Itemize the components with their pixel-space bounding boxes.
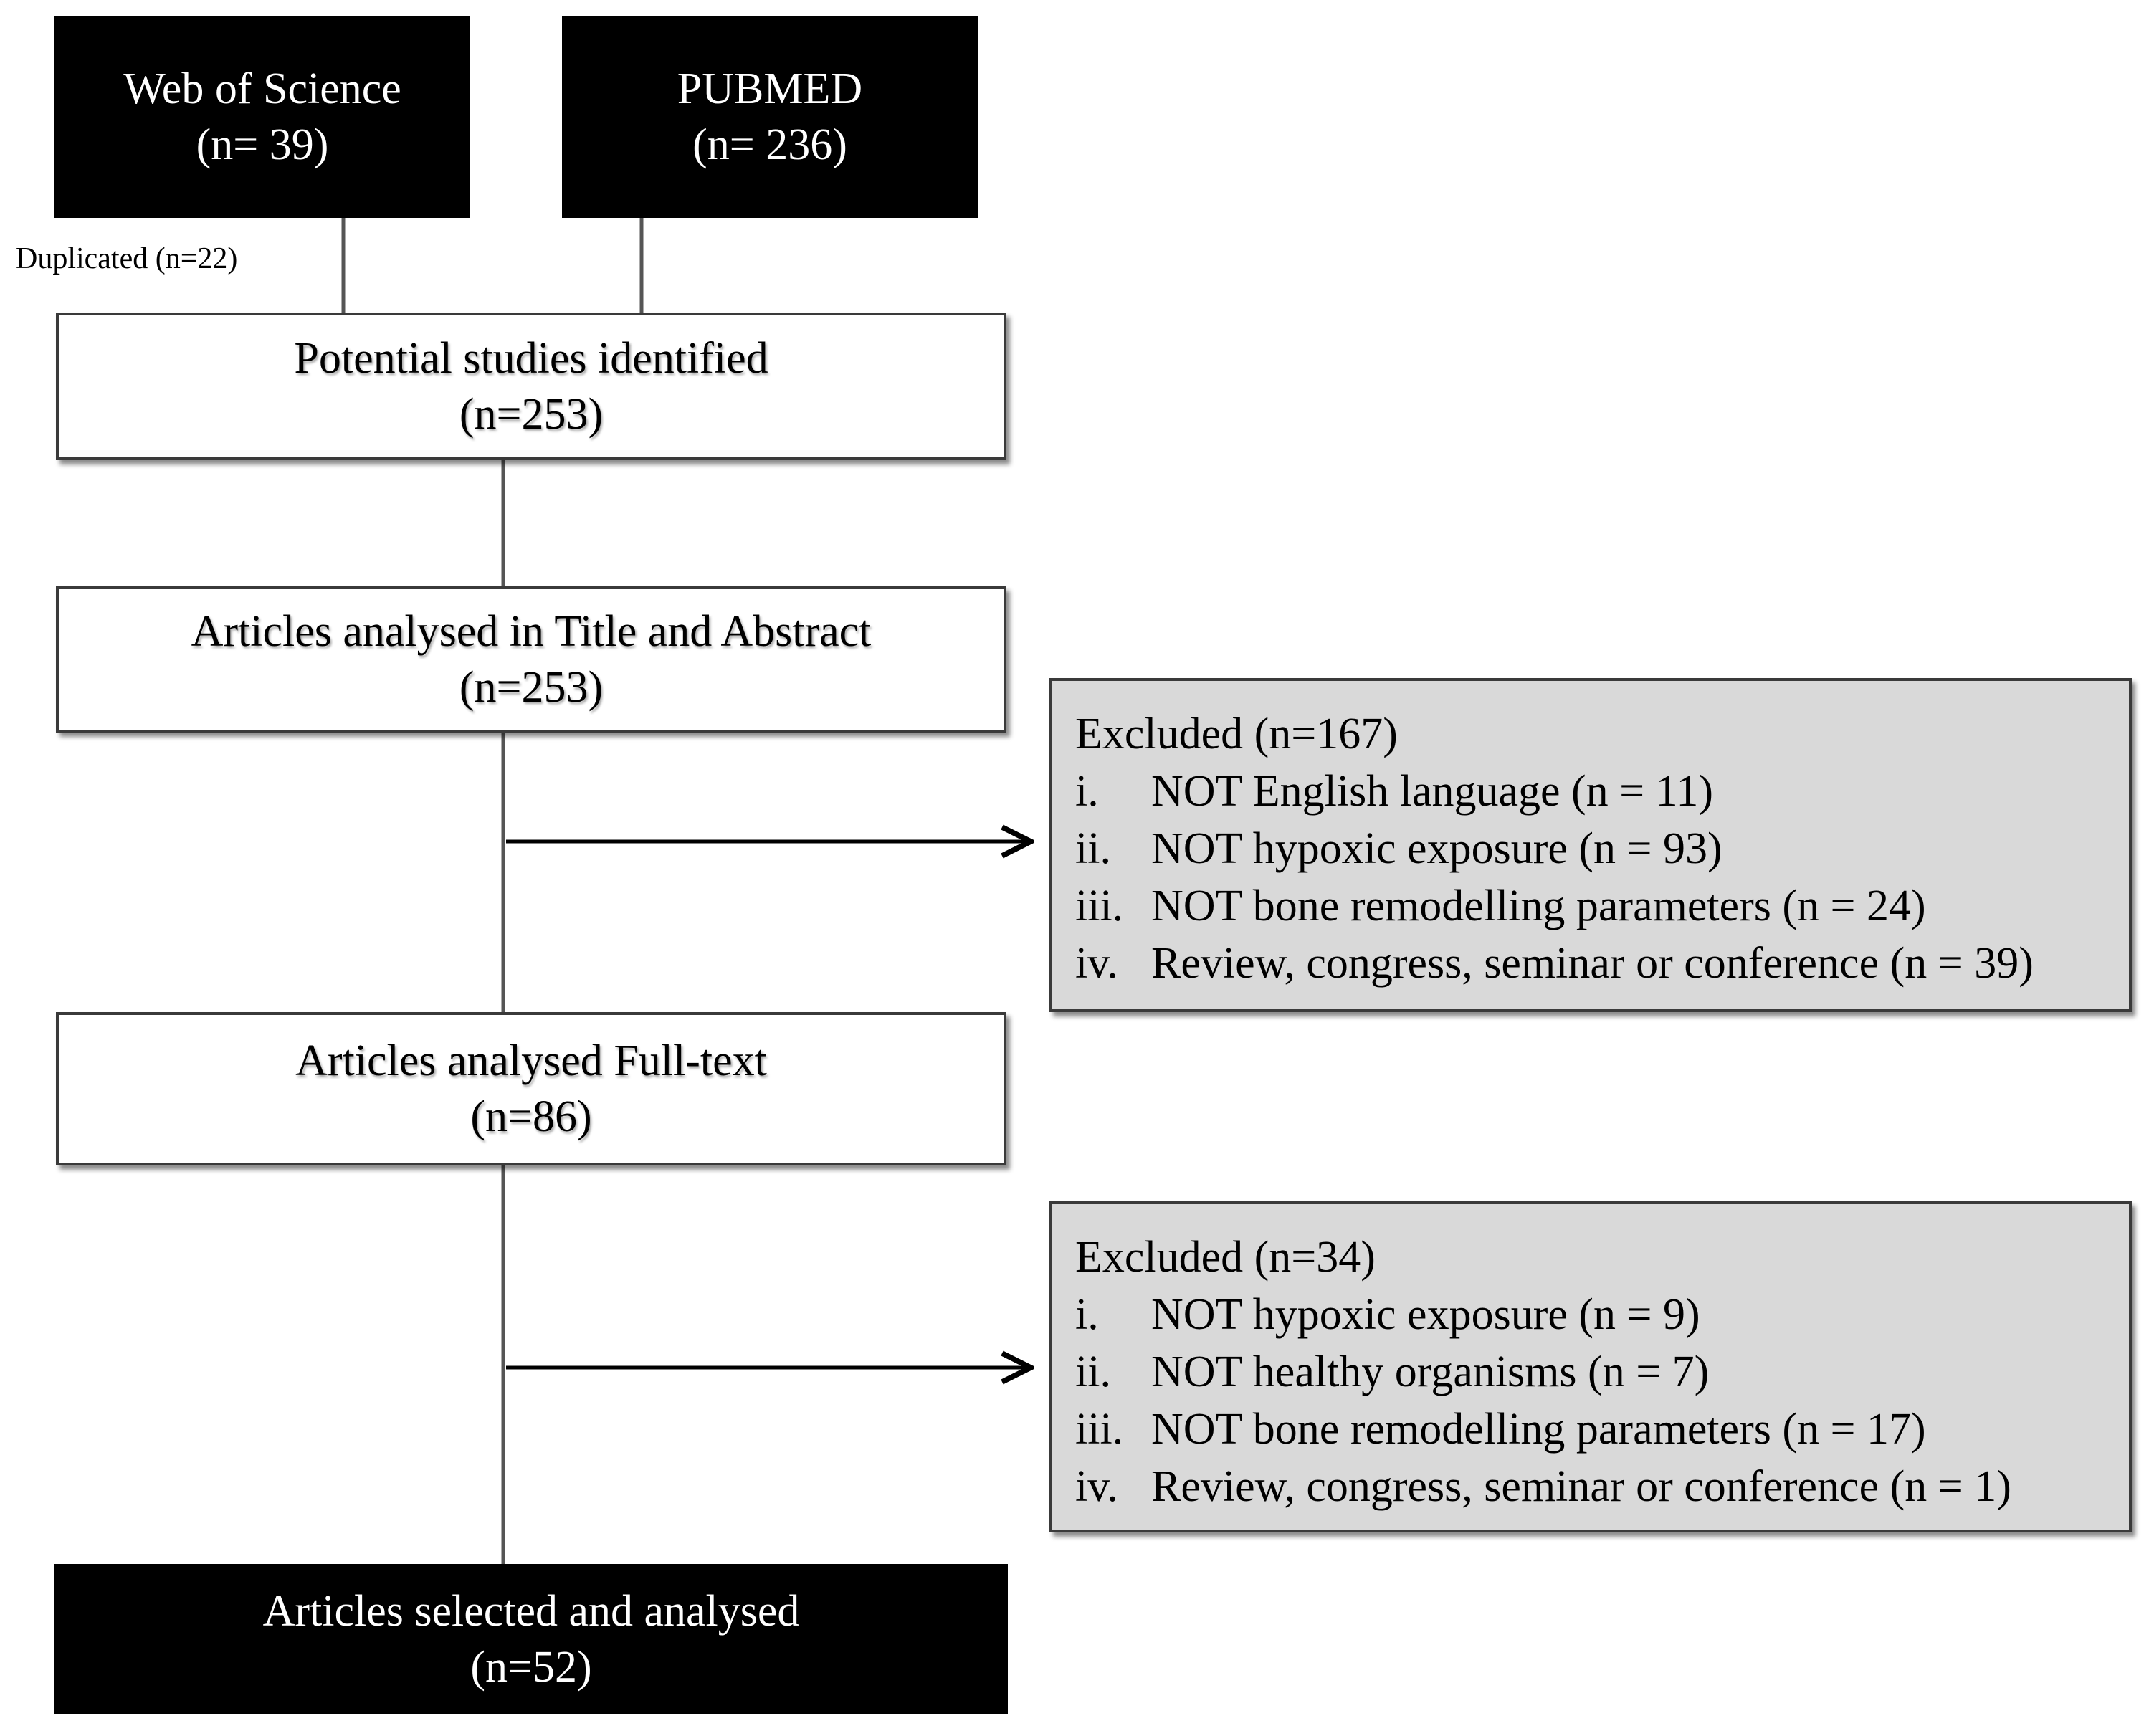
- exclusion-item-number: iii.: [1075, 1405, 1124, 1454]
- stage-label: Articles selected and analysed: [262, 1587, 800, 1636]
- exclusion-item-text: Review, congress, seminar or conference …: [1151, 1462, 2011, 1511]
- exclusion-item-text: NOT healthy organisms (n = 7): [1151, 1348, 1710, 1396]
- exclusion-item-number: iv.: [1075, 939, 1118, 988]
- exclusion-item: iii. NOT bone remodelling parameters (n …: [1075, 877, 2129, 935]
- exclusion-item-text: NOT bone remodelling parameters (n = 17): [1151, 1405, 1926, 1454]
- exclusion-item: ii. NOT hypoxic exposure (n = 93): [1075, 820, 2129, 877]
- stage-potential-studies: Potential studies identified (n=253): [56, 313, 1006, 460]
- stage-label: Articles analysed Full-text: [295, 1036, 767, 1085]
- stage-label: Potential studies identified: [294, 334, 768, 383]
- source-label: PUBMED: [677, 65, 863, 113]
- exclusion-item-number: i.: [1075, 767, 1099, 816]
- stage-count: (n=86): [470, 1092, 592, 1141]
- exclusion-item: ii. NOT healthy organisms (n = 7): [1075, 1343, 2129, 1401]
- stage-label: Articles analysed in Title and Abstract: [191, 607, 872, 656]
- exclusion-box-2: Excluded (n=34) i. NOT hypoxic exposure …: [1049, 1201, 2132, 1532]
- source-count: (n= 39): [196, 120, 329, 169]
- exclusion-title: Excluded (n=167): [1075, 710, 1398, 758]
- source-label: Web of Science: [123, 65, 401, 113]
- exclusion-box-1: Excluded (n=167) i. NOT English language…: [1049, 678, 2132, 1012]
- exclusion-item: iv. Review, congress, seminar or confere…: [1075, 935, 2129, 992]
- stage-title-abstract: Articles analysed in Title and Abstract …: [56, 586, 1006, 733]
- stage-count: (n=253): [459, 663, 604, 712]
- stage-selected: Articles selected and analysed (n=52): [54, 1564, 1008, 1714]
- exclusion-item-number: ii.: [1075, 1348, 1111, 1396]
- exclusion-item-number: iii.: [1075, 882, 1124, 930]
- exclusion-item-number: ii.: [1075, 824, 1111, 873]
- exclusion-item: iv. Review, congress, seminar or confere…: [1075, 1458, 2129, 1515]
- exclusion-title: Excluded (n=34): [1075, 1233, 1376, 1282]
- exclusion-item: i. NOT English language (n = 11): [1075, 763, 2129, 820]
- stage-count: (n=253): [459, 390, 604, 439]
- exclusion-item-number: i.: [1075, 1290, 1099, 1339]
- source-web-of-science: Web of Science (n= 39): [54, 16, 470, 218]
- exclusion-item-text: NOT English language (n = 11): [1151, 767, 1713, 816]
- exclusion-item-text: Review, congress, seminar or conference …: [1151, 939, 2034, 988]
- stage-full-text: Articles analysed Full-text (n=86): [56, 1012, 1006, 1165]
- stage-count: (n=52): [470, 1643, 592, 1692]
- exclusion-item-text: NOT bone remodelling parameters (n = 24): [1151, 882, 1926, 930]
- source-pubmed: PUBMED (n= 236): [562, 16, 978, 218]
- exclusion-item-text: NOT hypoxic exposure (n = 9): [1151, 1290, 1700, 1339]
- duplicated-note: Duplicated (n=22): [16, 242, 238, 275]
- exclusion-item: iii. NOT bone remodelling parameters (n …: [1075, 1401, 2129, 1458]
- exclusion-item: i. NOT hypoxic exposure (n = 9): [1075, 1286, 2129, 1343]
- source-count: (n= 236): [692, 120, 847, 169]
- exclusion-item-number: iv.: [1075, 1462, 1118, 1511]
- exclusion-item-text: NOT hypoxic exposure (n = 93): [1151, 824, 1722, 873]
